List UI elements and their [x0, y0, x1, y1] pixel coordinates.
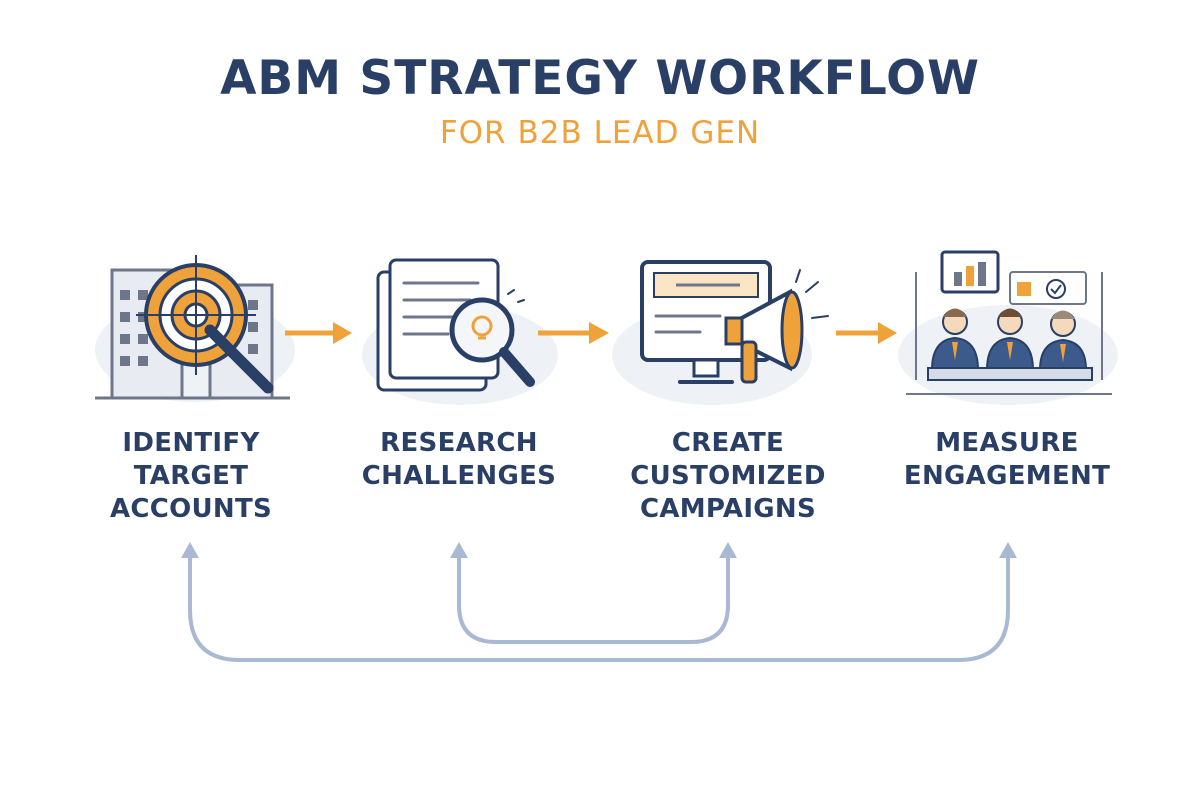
diagram-subtitle: FOR B2B LEAD GEN — [439, 115, 761, 151]
loop-arrowhead-2 — [450, 542, 468, 558]
step-3-label-line-1: CREATE — [671, 428, 785, 458]
document-magnifier-icon — [362, 258, 558, 405]
loop-arrowheads — [181, 542, 1017, 558]
step-3-label-line-3: CAMPAIGNS — [639, 494, 817, 524]
team-analytics-icon — [898, 250, 1118, 405]
monitor-megaphone-icon — [612, 260, 829, 405]
building-target-icon — [95, 255, 295, 402]
loop-arrowhead-4 — [999, 542, 1017, 558]
step-3-label-line-2: CUSTOMIZED — [630, 461, 826, 491]
person-center — [985, 308, 1035, 371]
step-2-label-line-2: CHALLENGES — [361, 461, 557, 491]
flow-arrows — [285, 322, 897, 344]
loop-arrowhead-1 — [181, 542, 199, 558]
flow-arrow-3 — [836, 322, 897, 344]
step-2-label-line-1: RESEARCH — [380, 428, 538, 458]
step-1-label-line-2: TARGET — [133, 461, 249, 491]
step-1-label-line-3: ACCOUNTS — [109, 494, 273, 524]
person-right — [1038, 310, 1088, 371]
loop-arrow-inner — [457, 554, 730, 644]
person-left — [930, 308, 980, 371]
step-3-label: CREATE CUSTOMIZED CAMPAIGNS — [598, 427, 858, 526]
step-1-label: IDENTIFY TARGET ACCOUNTS — [61, 427, 321, 526]
diagram-title: ABM STRATEGY WORKFLOW — [220, 51, 980, 106]
flow-arrow-2 — [538, 322, 609, 344]
loop-arrowhead-3 — [719, 542, 737, 558]
loop-arrow-outer — [188, 554, 1010, 662]
step-4-label: MEASURE ENGAGEMENT — [877, 427, 1137, 493]
step-1-label-line-1: IDENTIFY — [122, 428, 260, 458]
feedback-loop — [188, 554, 1010, 662]
step-2-label: RESEARCH CHALLENGES — [329, 427, 589, 493]
step-4-label-line-1: MEASURE — [935, 428, 1079, 458]
flow-arrow-1 — [285, 322, 352, 344]
step-4-label-line-2: ENGAGEMENT — [903, 461, 1111, 491]
